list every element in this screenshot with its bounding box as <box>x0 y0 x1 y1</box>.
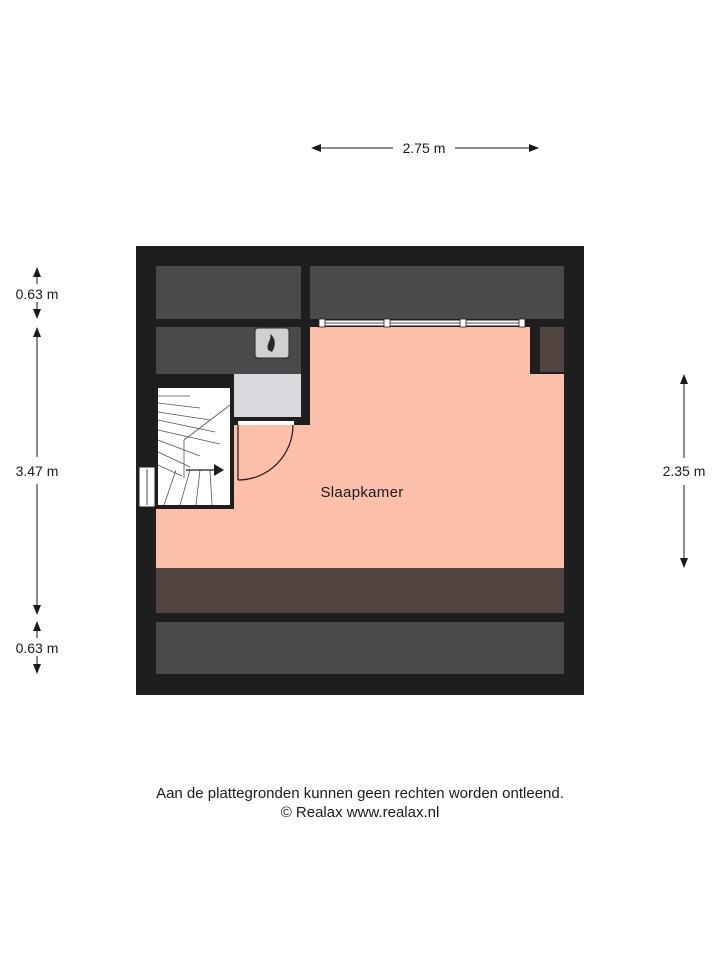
copyright-text: © Realax www.realax.nl <box>280 804 440 821</box>
boiler-icon <box>254 327 290 359</box>
dimension-top-width: 2.75 m <box>311 140 539 156</box>
door-opening <box>238 421 294 425</box>
bedroom-floor <box>156 327 564 568</box>
attic-zone-right-corner <box>540 327 564 372</box>
dimension-left-bottom-label: 0.63 m <box>16 640 59 656</box>
dimension-top-label: 2.75 m <box>403 140 446 156</box>
low-ceiling-zone-top-left <box>156 266 301 319</box>
stair-direction-arrow-icon <box>186 464 224 476</box>
stair-floor <box>158 388 230 505</box>
top-windows <box>317 318 526 328</box>
dimension-right-label: 2.35 m <box>663 463 706 479</box>
stair-treads <box>157 395 231 506</box>
dimension-left-top-label: 0.63 m <box>16 286 59 302</box>
inner-wall-vertical <box>301 266 310 425</box>
door-swing-icon <box>237 424 294 481</box>
closet-floor <box>234 374 301 417</box>
inner-wall-horizontal <box>156 319 316 327</box>
room-label: Slaapkamer <box>320 484 403 501</box>
attic-zone-bottom <box>156 568 564 613</box>
disclaimer-text: Aan de plattegronden kunnen geen rechten… <box>156 785 564 802</box>
inner-wall-right-stub <box>530 319 540 374</box>
dimension-left-middle-label: 3.47 m <box>16 463 59 479</box>
low-ceiling-zone-bottom <box>156 622 564 674</box>
low-ceiling-zone-top-right <box>310 266 564 319</box>
